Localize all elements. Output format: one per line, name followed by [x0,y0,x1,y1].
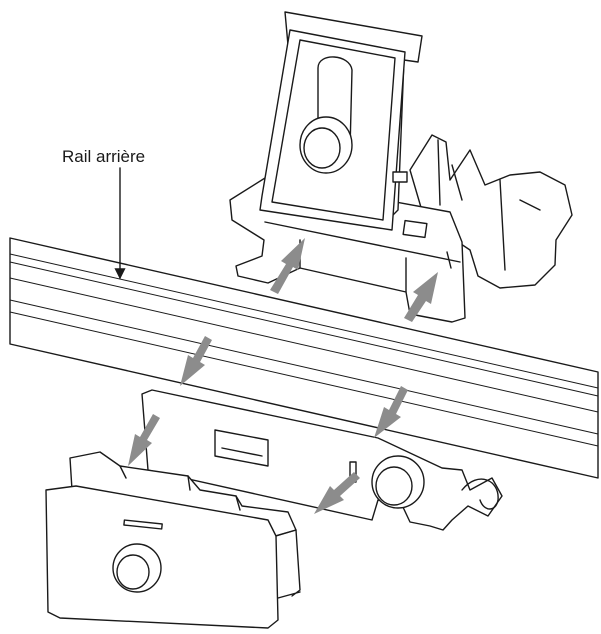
arrow-down-3 [374,386,408,438]
arrow-down-2 [128,414,160,466]
arrow-down-1 [180,336,212,386]
front-cover-block [45,451,301,629]
arrow-up-right [404,272,438,322]
arrow-up-left [270,238,305,294]
rail-callout: Rail arrière [62,147,145,280]
assembly-arrows [128,238,438,514]
lower-clip-piece [141,389,503,531]
arrow-down-4 [314,472,360,514]
upper-bracket-assembly [229,11,573,323]
rail-label: Rail arrière [62,147,145,166]
rear-rail [9,237,599,479]
